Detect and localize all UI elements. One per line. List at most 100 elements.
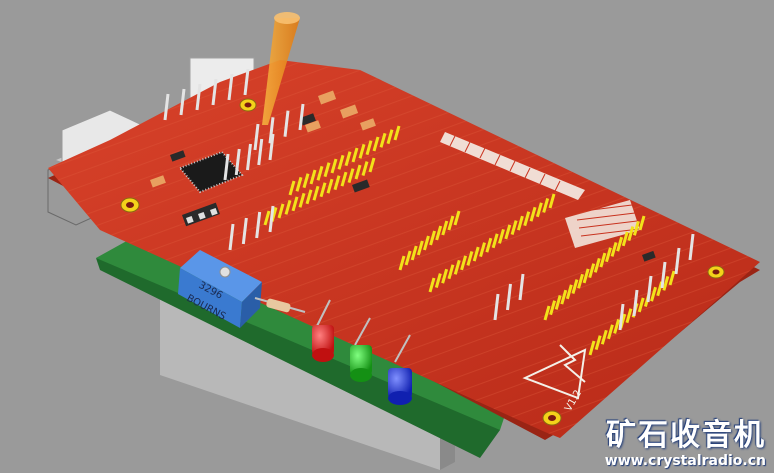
header-pin (365, 140, 373, 156)
header-pin (302, 173, 310, 189)
header-pin (560, 289, 568, 305)
header-pin (344, 151, 352, 167)
header-pin (435, 225, 443, 241)
header-pin (305, 189, 313, 205)
through-hole-pin (228, 223, 235, 251)
header-pin (543, 305, 551, 321)
header-pin (441, 220, 449, 236)
header-pin (466, 251, 474, 266)
header-pin (625, 308, 633, 324)
through-hole-pin (268, 205, 275, 233)
header-pin (529, 206, 537, 222)
header-pin (491, 233, 499, 249)
through-hole-pin (257, 138, 264, 166)
header-pin (453, 210, 461, 226)
header-pin (319, 182, 327, 198)
header-pin (594, 335, 602, 351)
through-hole-pin (632, 289, 639, 317)
header-pin (588, 340, 596, 356)
header-pin (610, 242, 618, 257)
through-hole-pin (283, 110, 290, 137)
header-pin (372, 136, 380, 152)
header-pin (393, 125, 401, 141)
through-hole-pin (506, 283, 512, 311)
header-pin (498, 228, 505, 244)
resistor (254, 297, 306, 313)
header-pin (599, 252, 607, 268)
header-pin (510, 220, 518, 235)
through-hole-pin (241, 217, 248, 245)
header-pin (368, 157, 376, 173)
header-pin (554, 294, 562, 310)
header-pin (410, 245, 418, 261)
header-pin (485, 237, 493, 253)
through-hole-pin (234, 148, 241, 176)
header-pin (582, 268, 590, 284)
header-pin (316, 165, 324, 181)
header-pin (453, 259, 461, 275)
silkscreen-blocks (440, 132, 640, 248)
through-hole-pins (163, 68, 695, 331)
header-pin (516, 215, 524, 231)
header-pin (434, 273, 442, 288)
header-pin (632, 220, 640, 236)
header-pin (288, 180, 296, 196)
through-hole-pin (246, 143, 252, 171)
header-pin (291, 196, 299, 212)
through-hole-pin (179, 88, 186, 116)
header-pin (588, 263, 596, 279)
header-pin (571, 279, 579, 294)
header-pin (637, 297, 645, 313)
watermark: 矿石收音机 www.crystalradio.cn (605, 419, 766, 470)
header-pin (616, 236, 624, 252)
header-pin (447, 215, 455, 231)
header-pin (340, 171, 348, 187)
header-pin (277, 203, 285, 219)
header-pin (295, 176, 303, 192)
header-pin (542, 198, 550, 213)
header-pin (298, 192, 306, 208)
header-pin (593, 257, 601, 273)
through-hole-pin (518, 273, 525, 301)
through-hole-pin (163, 93, 170, 121)
header-pin (548, 193, 556, 209)
header-pin (330, 158, 338, 174)
header-pin (351, 147, 359, 163)
header-pin (607, 324, 614, 340)
header-pin (523, 211, 531, 227)
header-pin (337, 154, 345, 170)
header-pin (386, 129, 394, 145)
header-pin (479, 242, 486, 258)
through-hole-pin (253, 123, 260, 151)
cursor-cone-icon[interactable] (262, 12, 300, 125)
header-pin (429, 230, 436, 246)
header-pin (309, 169, 317, 185)
header-pin (668, 270, 676, 286)
header-pin (549, 300, 557, 316)
through-hole-pin (227, 73, 234, 101)
trimpot-3296: 3296 BOURNS (178, 250, 262, 328)
header-pin (354, 164, 362, 180)
header-pin (416, 240, 424, 256)
led-red (312, 299, 334, 362)
through-hole-pin (298, 103, 305, 131)
silkscreen-logo (522, 344, 587, 400)
through-hole-pin (268, 133, 275, 161)
header-pin (263, 210, 271, 226)
through-hole-pin (211, 78, 218, 106)
through-hole-pin (223, 153, 230, 181)
led-green (350, 317, 372, 382)
header-pin (441, 268, 449, 284)
header-pin (404, 250, 412, 266)
through-hole-pin (618, 303, 625, 331)
header-pin (326, 178, 334, 194)
header-pin (323, 162, 331, 178)
header-pin (361, 161, 369, 176)
header-pin (472, 246, 480, 262)
header-pin (284, 199, 292, 215)
header-pin (333, 175, 341, 191)
through-hole-pin (674, 247, 681, 275)
header-pin (621, 231, 629, 247)
through-hole-pin (195, 83, 202, 111)
